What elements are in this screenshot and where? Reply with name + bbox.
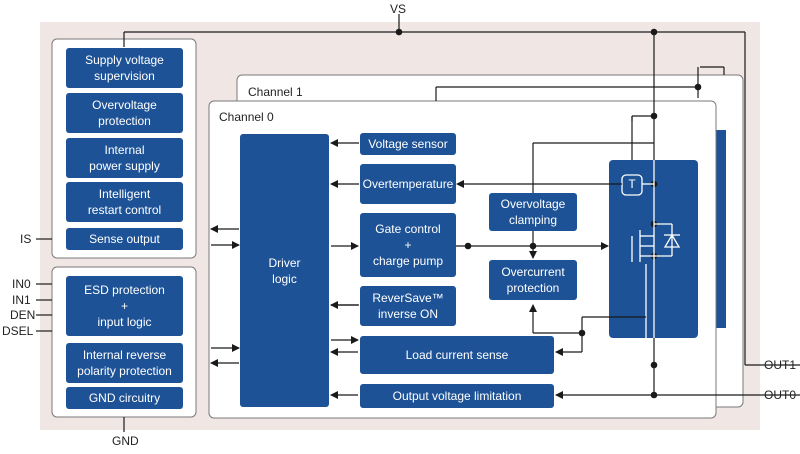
internal-reverse-polarity-block: Internal reverse polarity protection xyxy=(66,343,183,383)
channel-0-title: Channel 0 xyxy=(219,110,274,124)
gate-control-block: Gate control + charge pump xyxy=(360,213,456,277)
overvoltage-protection-block: Overvoltage protection xyxy=(66,93,183,133)
channel-1-title: Channel 1 xyxy=(248,85,303,99)
pin-out1-label: OUT1 xyxy=(764,358,797,372)
output-voltage-limitation-block: Output voltage limitation xyxy=(360,384,554,408)
reversave-block: ReverSave™ inverse ON xyxy=(360,286,456,326)
intelligent-restart-control-block: Intelligent restart control xyxy=(66,182,183,222)
pin-den-label: DEN xyxy=(10,308,36,322)
overcurrent-protection-block: Overcurrent protection xyxy=(489,260,577,300)
load-current-sense-block: Load current sense xyxy=(360,336,554,374)
pin-in0-label: IN0 xyxy=(12,277,31,291)
esd-protection-block: ESD protection + input logic xyxy=(66,276,183,336)
supply-voltage-supervision-block: Supply voltage supervision xyxy=(66,48,183,88)
voltage-sensor-block: Voltage sensor xyxy=(360,133,456,155)
pin-in1-label: IN1 xyxy=(12,293,31,307)
sense-output-block: Sense output xyxy=(66,228,183,250)
temperature-sensor-label: T xyxy=(628,177,636,191)
pin-dsel-label: DSEL xyxy=(2,324,34,338)
temperature-sensor-box xyxy=(621,174,643,196)
pin-out0-label: OUT0 xyxy=(764,388,797,402)
overvoltage-clamping-block: Overvoltage clamping xyxy=(489,193,577,231)
pin-vs-label: VS xyxy=(390,2,407,16)
internal-power-supply-block: Internal power supply xyxy=(66,138,183,178)
pin-is-label: IS xyxy=(20,232,32,246)
gnd-circuitry-block: GND circuitry xyxy=(66,387,183,409)
mosfet-symbol xyxy=(631,160,681,346)
pin-gnd-label: GND xyxy=(112,434,139,448)
driver-logic-block: Driver logic xyxy=(240,134,329,407)
overtemperature-block: Overtemperature xyxy=(360,164,456,204)
